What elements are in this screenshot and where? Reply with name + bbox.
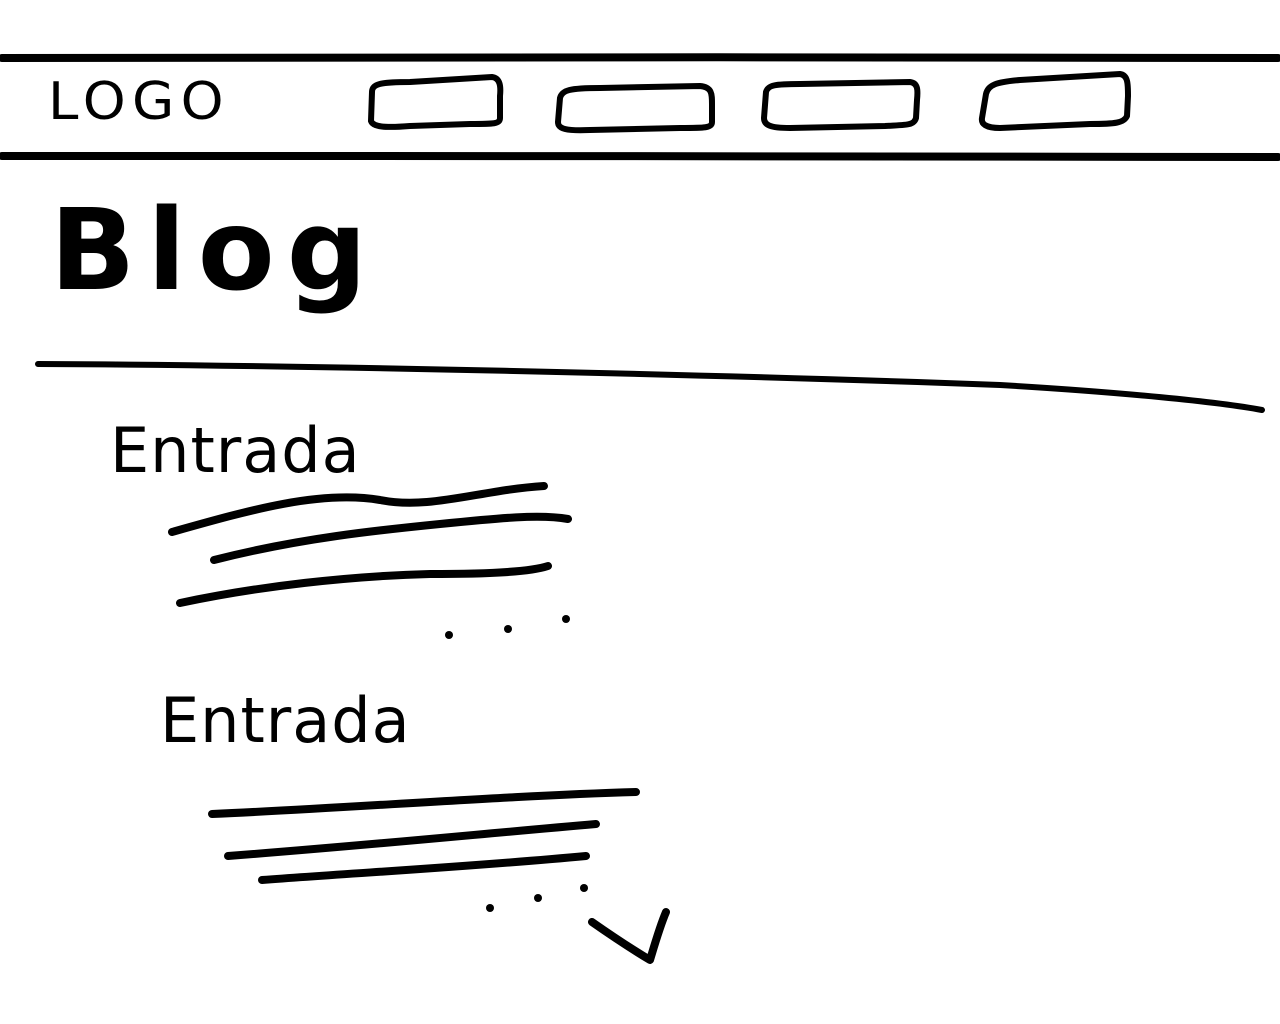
entry-2-text-line-2 [224, 820, 600, 860]
header-bottom-border [0, 152, 1280, 161]
nav-item-4-outline [978, 71, 1131, 131]
entry-2-text-line-1 [208, 788, 640, 818]
entry-excerpt[interactable] [206, 784, 642, 888]
entry-1-text-line-1 [168, 482, 548, 536]
nav-item-3-outline [761, 79, 921, 131]
nav-item-4[interactable] [980, 72, 1130, 130]
nav-item-3[interactable] [762, 80, 920, 130]
nav-item-1-outline [368, 74, 504, 130]
ellipsis-icon [486, 884, 588, 912]
entry-title[interactable]: Entrada [160, 684, 411, 757]
ellipsis-icon [445, 615, 570, 639]
entry-1-text-line-2 [210, 512, 572, 564]
header-top-border [0, 53, 1280, 62]
scroll-down-button[interactable] [584, 904, 676, 970]
logo-text[interactable]: LOGO [48, 72, 230, 132]
entry-2-text-line-3 [258, 852, 590, 884]
entry-1-text-line-3 [176, 562, 552, 607]
nav-item-1[interactable] [368, 74, 504, 130]
nav-item-2[interactable] [556, 84, 716, 132]
nav-item-2-outline [555, 83, 715, 134]
title-divider [35, 361, 1265, 413]
entry-excerpt[interactable] [166, 480, 576, 610]
page-title: Blog [50, 186, 379, 316]
entry-title[interactable]: Entrada [110, 414, 361, 487]
chevron-down-icon [588, 908, 670, 964]
